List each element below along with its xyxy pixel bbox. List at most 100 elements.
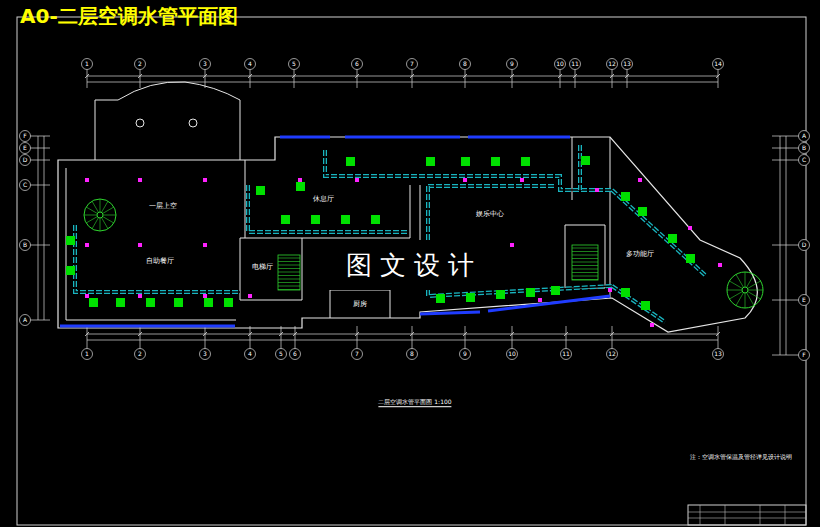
blue-main-pipe	[488, 296, 610, 311]
title-block-line	[688, 518, 806, 519]
axis-stub	[30, 148, 50, 149]
water-pipe-core	[75, 225, 240, 292]
blue-main-pipe	[468, 136, 570, 139]
wall	[565, 225, 605, 288]
axis-bubble	[570, 59, 581, 70]
axis-stub	[295, 326, 296, 349]
column	[520, 178, 524, 182]
stair-tread	[278, 265, 300, 266]
axis-stub	[30, 136, 50, 137]
axis-bubble	[607, 59, 618, 70]
spiral-stair	[727, 272, 763, 308]
axis-stub	[718, 69, 719, 88]
axis-bubble	[200, 349, 211, 360]
dimension-line	[87, 334, 718, 335]
axis-stub	[772, 136, 799, 137]
drawing-caption: 二层空调水管平面图 1:100	[378, 399, 451, 407]
fan-coil-unit	[668, 234, 677, 243]
axis-stub	[612, 326, 613, 349]
dimension-tick	[463, 332, 467, 336]
dimension-tick	[138, 74, 142, 78]
fan-coil-unit	[256, 186, 265, 195]
axis-number: 3	[203, 351, 207, 358]
axis-stub	[772, 300, 799, 301]
blue-main-pipe	[60, 325, 235, 328]
axis-bubble	[20, 180, 31, 191]
stair-tread	[572, 262, 598, 263]
dimension-tick	[248, 332, 252, 336]
axis-bubble	[135, 59, 146, 70]
column	[203, 178, 207, 182]
axis-bubble	[276, 349, 287, 360]
water-pipe-core	[612, 286, 665, 322]
axis-stub	[357, 326, 358, 349]
dimension-line	[87, 340, 718, 341]
axis-number: 12	[608, 61, 616, 68]
axis-number: 14	[714, 61, 722, 68]
fan-coil-unit	[116, 298, 125, 307]
spiral-tread	[748, 281, 761, 289]
column	[248, 294, 252, 298]
stair-tread	[278, 275, 300, 276]
column	[718, 263, 722, 267]
title-block-line	[700, 505, 701, 525]
dimension-tick	[716, 74, 720, 78]
dimension-tick	[573, 74, 577, 78]
axis-stub	[357, 69, 358, 88]
axis-bubble	[561, 349, 572, 360]
title-block-line	[785, 505, 786, 525]
axis-letter: A	[23, 317, 27, 324]
axis-letter: F	[802, 352, 805, 359]
fan-coil-unit	[174, 298, 183, 307]
column-ring	[189, 119, 197, 127]
axis-bubble	[245, 59, 256, 70]
fan-coil-unit	[461, 157, 470, 166]
axis-number: 6	[293, 351, 297, 358]
title-block-line	[725, 505, 726, 525]
dimension-tick	[510, 332, 514, 336]
axis-number: 11	[562, 351, 570, 358]
water-pipe	[428, 184, 555, 188]
dimension-line	[87, 76, 718, 77]
water-pipe-core	[579, 145, 580, 190]
column-ring	[136, 119, 144, 127]
stair-tread	[278, 258, 300, 259]
spiral-tread	[745, 293, 746, 308]
room-name: 一层上空	[148, 203, 178, 211]
spiral-tread	[729, 292, 742, 300]
axis-letter: B	[23, 242, 27, 249]
column	[203, 294, 207, 298]
column	[463, 178, 467, 182]
axis-stub	[250, 326, 251, 349]
stair-tread	[572, 276, 598, 277]
column	[595, 188, 599, 192]
axis-stub	[412, 69, 413, 88]
fan-coil-unit	[341, 215, 350, 224]
axis-bubble	[799, 350, 810, 361]
axis-number: 4	[248, 351, 252, 358]
dimension-tick	[85, 332, 89, 336]
axis-number: 3	[203, 61, 207, 68]
spiral-tread	[86, 217, 97, 224]
axis-stub	[772, 355, 799, 356]
column	[538, 298, 542, 302]
dimension-tick	[248, 74, 252, 78]
axis-bubble	[607, 349, 618, 360]
spiral-tread	[92, 201, 99, 212]
stair-tread	[572, 265, 598, 266]
stair-tread	[278, 279, 300, 280]
stair-tread	[572, 255, 598, 256]
wall	[610, 137, 611, 298]
dimension-tick	[625, 74, 629, 78]
wall	[245, 160, 246, 238]
drawing-frame	[17, 17, 806, 525]
stair-tread	[278, 286, 300, 287]
dimension-tick	[610, 332, 614, 336]
fan-coil-unit	[89, 298, 98, 307]
axis-bubble	[20, 143, 31, 154]
spiral-stair	[84, 199, 116, 231]
dimension-tick	[510, 74, 514, 78]
stair-tread	[278, 268, 300, 269]
drawing-note: 注：空调水管保温及管径详见设计说明	[690, 454, 792, 461]
fan-coil-unit	[496, 290, 505, 299]
